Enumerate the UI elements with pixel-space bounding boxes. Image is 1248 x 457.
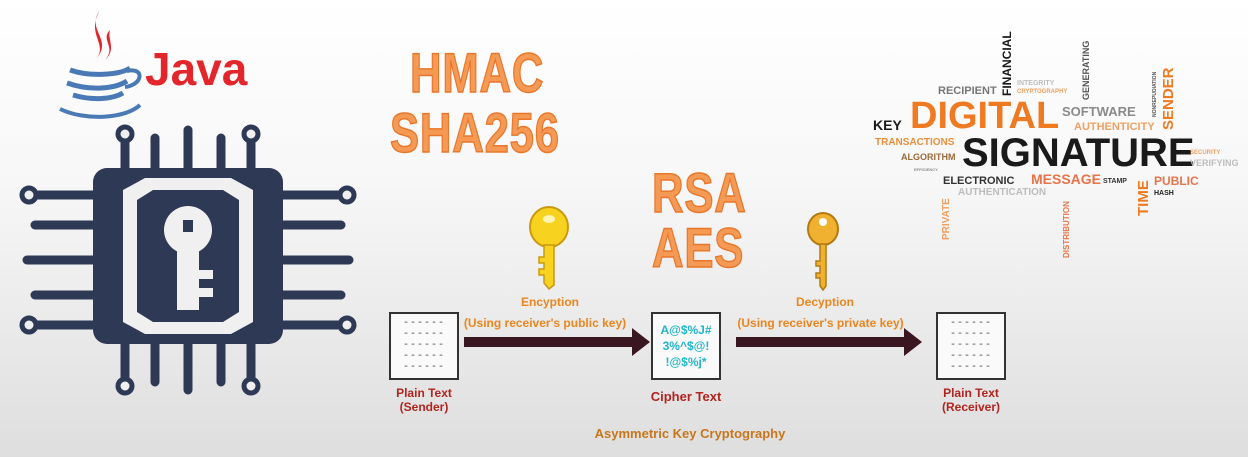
word-digital: DIGITAL	[910, 95, 1060, 137]
word-hash: HASH	[1154, 190, 1174, 197]
word-private: PRIVATE	[941, 198, 952, 240]
word-message: MESSAGE	[1031, 171, 1102, 187]
chip-key-icon	[19, 124, 357, 396]
doc-line: ------	[402, 351, 445, 362]
doc-line: ------	[402, 362, 445, 373]
hmac-heading: HMAC	[409, 40, 545, 105]
decryption-note: (Using receiver's private key)	[737, 316, 904, 330]
word-electronic: ELECTRONIC	[943, 175, 1015, 187]
word-recipient: RECIPIENT	[938, 85, 997, 97]
java-wordmark: Java	[145, 43, 248, 95]
caption-line: Plain Text	[396, 386, 452, 400]
encryption-arrow	[464, 328, 650, 356]
aes-heading: AES	[651, 215, 745, 280]
word-generating: GENERATING	[1081, 40, 1091, 100]
caption-line: (Receiver)	[941, 400, 1001, 414]
decryption-label: Decyption	[795, 295, 854, 309]
doc-line: ------	[949, 329, 992, 340]
word-algorithm: ALGORITHM	[901, 152, 956, 162]
doc-line: ------	[949, 351, 992, 362]
plain-text-sender-document: ------------------------------	[389, 312, 459, 380]
word-sender: SENDER	[1160, 67, 1177, 130]
sender-caption: Plain Text(Sender)	[374, 386, 474, 414]
word-security: SECURITY	[1190, 150, 1221, 156]
word-distribution: DISTRIBUTION	[1062, 201, 1071, 258]
doc-line: ------	[402, 318, 445, 329]
word-cryptography: CRYPTOGRAPHY	[1017, 89, 1068, 95]
word-verifying: VERIFYING	[1190, 158, 1239, 168]
encryption-label: Encyption	[520, 295, 579, 309]
caption-line: (Sender)	[399, 400, 449, 414]
cipher-line: A@$%J#	[660, 323, 712, 337]
word-financial: FINANCIAL	[1000, 31, 1014, 96]
diagram-title: Asymmetric Key Cryptography	[594, 426, 786, 441]
word-software: SOFTWARE	[1062, 104, 1136, 119]
word-nonrepudiation: NONREPUDIATION	[1152, 71, 1158, 117]
word-efficiency: EFFICIENCY	[914, 167, 938, 172]
plain-text-receiver-document: ------------------------------	[936, 312, 1006, 380]
word-transactions: TRANSACTIONS	[875, 137, 955, 148]
word-key: KEY	[873, 117, 902, 133]
cipher-text-document: A@$%J# 3%^$@! !@$%j*	[651, 312, 721, 380]
caption-line: Plain Text	[943, 386, 999, 400]
private-key-icon	[807, 212, 839, 292]
receiver-caption: Plain Text(Receiver)	[921, 386, 1021, 414]
word-authenticity: AUTHENTICITY	[1074, 121, 1155, 133]
word-integrity: INTEGRITY	[1017, 80, 1055, 87]
doc-line: ------	[402, 340, 445, 351]
decryption-arrow	[736, 328, 922, 356]
word-time: TIME	[1135, 180, 1152, 216]
word-stamp: STAMP	[1103, 178, 1127, 185]
rsa-heading: RSA	[651, 160, 747, 225]
doc-line: ------	[949, 340, 992, 351]
word-authentication: AUTHENTICATION	[958, 187, 1047, 198]
cipher-line: 3%^$@!	[662, 339, 710, 353]
cipher-caption: Cipher Text	[650, 389, 722, 404]
doc-line: ------	[949, 362, 992, 373]
java-logo	[55, 5, 145, 128]
cipher-line: !@$%j*	[665, 355, 707, 369]
word-signature: SIGNATURE	[962, 131, 1195, 175]
sha256-heading: SHA256	[389, 100, 560, 165]
doc-line: ------	[949, 318, 992, 329]
public-key-icon	[529, 206, 569, 290]
doc-line: ------	[402, 329, 445, 340]
java-cup-icon	[59, 10, 142, 119]
word-public: PUBLIC	[1154, 174, 1199, 188]
encryption-note: (Using receiver's public key)	[463, 316, 627, 330]
